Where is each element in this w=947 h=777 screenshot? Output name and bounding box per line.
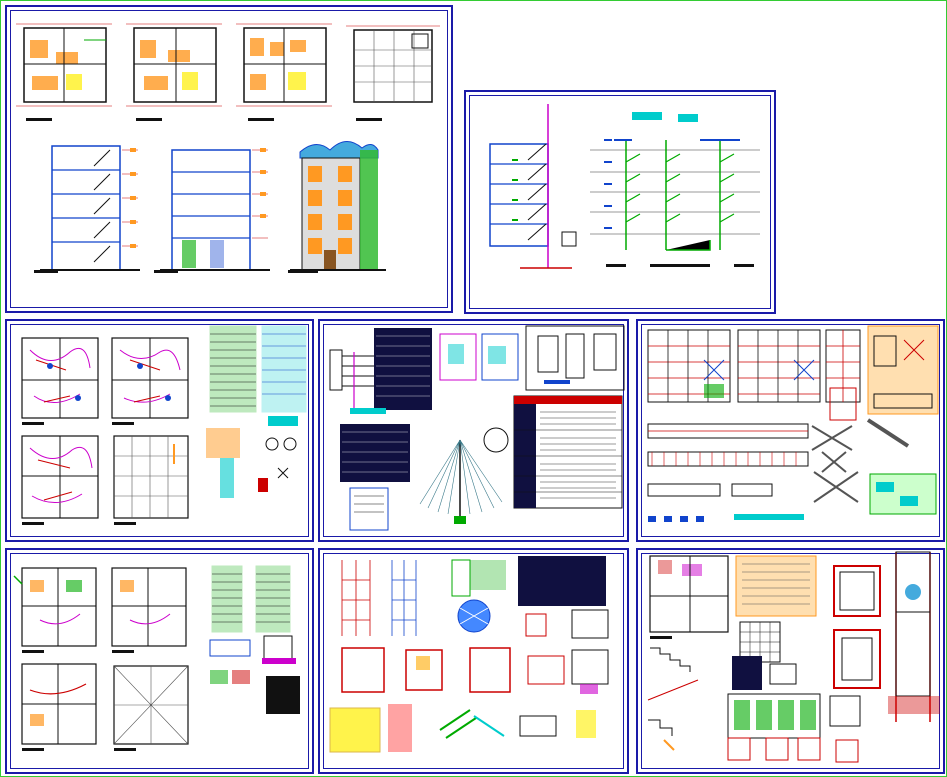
sheet-electrical-plans[interactable] xyxy=(5,319,314,542)
floor-plan-1 xyxy=(16,23,112,121)
section-b xyxy=(154,148,270,273)
electrical-legend-tables xyxy=(206,325,307,498)
floor-plan-3 xyxy=(236,23,332,121)
panel-box-details xyxy=(439,325,625,391)
sanitary-plan-1 xyxy=(13,567,97,653)
single-line-diagram xyxy=(329,328,432,531)
foundation-framing-plan xyxy=(647,329,731,403)
roof-framing-plan xyxy=(825,325,939,421)
electrical-plan-3 xyxy=(21,435,99,525)
front-elevation xyxy=(288,141,386,273)
roof-plan xyxy=(346,25,440,121)
notes-and-schedules xyxy=(732,555,817,690)
site-plan xyxy=(649,555,729,639)
beam-elevation-details xyxy=(647,418,937,522)
water-tank-details xyxy=(727,551,940,763)
pump-tank-details xyxy=(451,556,609,639)
floor-plan-2 xyxy=(126,23,222,121)
floor-framing-plan xyxy=(737,329,821,403)
section-a xyxy=(34,145,140,273)
grounding-mast xyxy=(419,427,509,524)
water-riser-cold xyxy=(341,560,417,636)
stair-sections xyxy=(647,647,699,751)
sanitary-plan-2 xyxy=(111,567,187,653)
electrical-plan-roof xyxy=(113,435,189,525)
sheet-architecture-plans-sections[interactable] xyxy=(5,5,453,313)
sanitary-plan-roof xyxy=(113,665,189,751)
isometric-riser-diagram xyxy=(590,112,760,267)
sheet-sanitary-riser-diagram[interactable] xyxy=(464,90,776,314)
electrical-plan-2 xyxy=(111,337,189,425)
sanitary-legend-tables xyxy=(209,565,300,714)
sanitary-plan-3 xyxy=(21,663,97,751)
building-section-riser xyxy=(489,104,577,269)
general-specifications-table xyxy=(513,395,623,509)
electrical-plan-1 xyxy=(21,337,99,425)
registry-box-details xyxy=(329,647,609,753)
